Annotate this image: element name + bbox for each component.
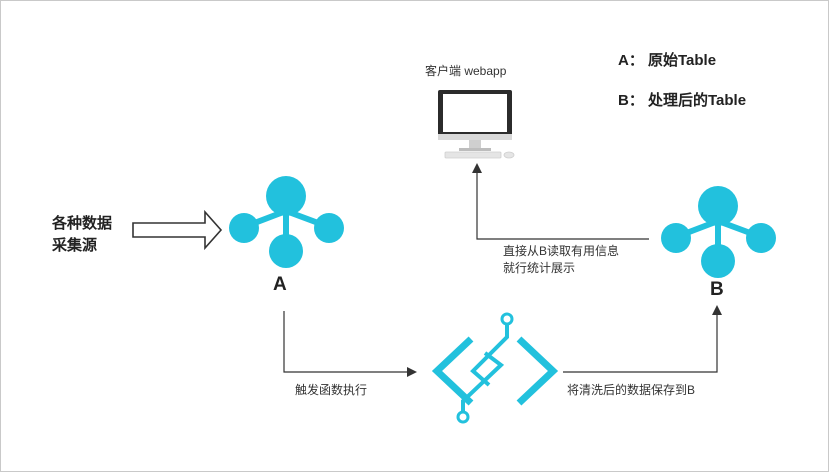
edge-read-label-1: 直接从B读取有用信息 bbox=[503, 244, 620, 258]
client-label: 客户端 webapp bbox=[425, 64, 507, 78]
edge-trigger-label: 触发函数执行 bbox=[295, 383, 368, 397]
source-line-1: 各种数据 bbox=[52, 215, 113, 232]
hollow-arrow-icon bbox=[132, 209, 223, 251]
edge-save-label: 将清洗后的数据保存到B bbox=[567, 383, 696, 397]
edge-b-to-client bbox=[472, 163, 649, 240]
computer-monitor-icon bbox=[438, 90, 515, 159]
node-b-label: B bbox=[710, 279, 724, 300]
function-compute-icon bbox=[431, 312, 559, 424]
node-a-label: A bbox=[273, 274, 287, 295]
edge-function-to-b bbox=[563, 305, 722, 373]
legend-b: B： 处理后的Table bbox=[618, 92, 747, 109]
edge-a-to-function bbox=[283, 311, 417, 377]
node-b-cluster-icon bbox=[661, 186, 776, 278]
edge-read-label-2: 就行统计展示 bbox=[503, 261, 576, 275]
node-a-cluster-icon bbox=[229, 176, 344, 268]
legend-a: A： 原始Table bbox=[618, 52, 717, 69]
source-line-2: 采集源 bbox=[52, 237, 98, 254]
